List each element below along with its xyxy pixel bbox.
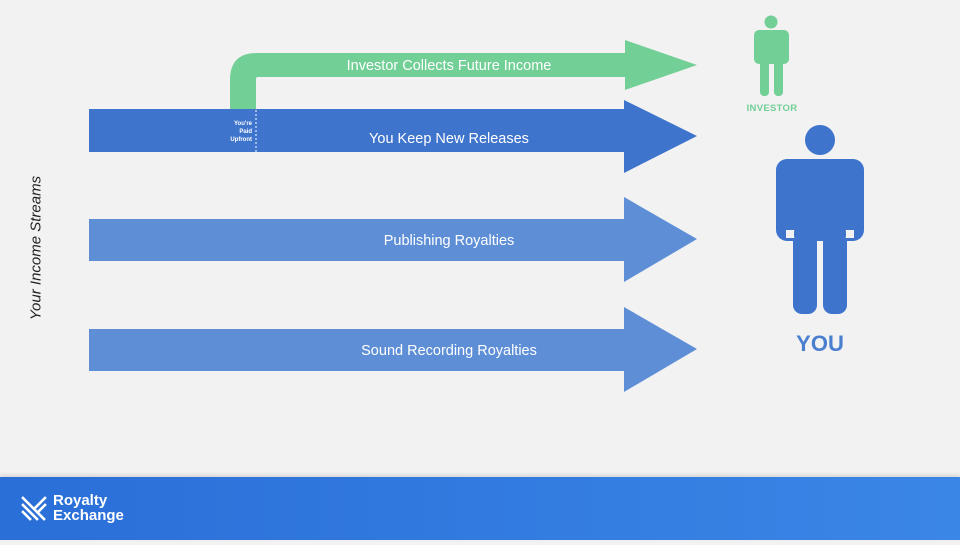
royalty-exchange-logo-icon (21, 496, 47, 521)
y-axis-label: Your Income Streams (27, 175, 45, 321)
paid-upfront-line-1: You're (234, 121, 253, 127)
brand-line-2: Exchange (53, 507, 124, 524)
investor-person-icon (754, 15, 789, 96)
footer-bar: Royalty Exchange (0, 477, 960, 540)
new-releases-arrow-label: You Keep New Releases (369, 131, 529, 147)
sound-recording-arrow-label: Sound Recording Royalties (361, 343, 537, 359)
you-person-icon (776, 125, 864, 314)
publishing-arrow-label: Publishing Royalties (384, 233, 515, 249)
investor-arrow (230, 40, 697, 110)
publishing-arrow (89, 197, 697, 282)
investor-arrow-label: Investor Collects Future Income (347, 58, 552, 74)
brand-name: Royalty Exchange (53, 493, 124, 523)
royalty-exchange-logo[interactable]: Royalty Exchange (20, 493, 124, 523)
brand-line-1: Royalty (53, 492, 108, 509)
paid-upfront-line-2: Paid (239, 129, 252, 135)
new-releases-arrow (89, 100, 697, 173)
investor-label: INVESTOR (746, 103, 798, 114)
you-label: YOU (796, 331, 844, 356)
paid-upfront-line-3: Upfront (230, 137, 252, 143)
sound-recording-arrow (89, 307, 697, 392)
